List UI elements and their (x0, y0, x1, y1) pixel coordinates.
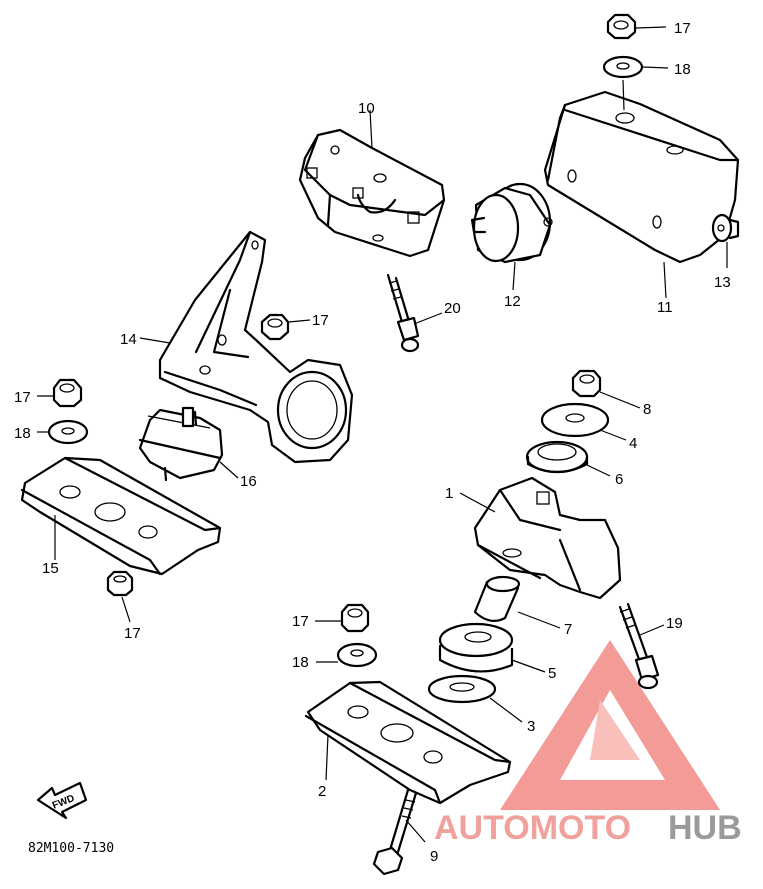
label-13: 13 (714, 274, 731, 291)
label-11: 11 (657, 299, 673, 316)
label-16: 16 (240, 473, 257, 490)
part-2-plate (304, 680, 512, 805)
label-14: 14 (120, 331, 137, 348)
part-11-cover (543, 79, 740, 299)
part-6-ring (525, 440, 611, 477)
part-16-rubber-mount (138, 406, 239, 482)
label-3: 3 (527, 718, 535, 735)
watermark-part1: AUTOMOTO (434, 809, 631, 847)
label-8: 8 (643, 401, 651, 418)
part-17-nut-left-lower (106, 570, 134, 623)
part-1-bracket (459, 476, 622, 600)
part-5-bushing (438, 622, 546, 673)
label-20: 20 (444, 300, 461, 317)
watermark-part2: HUB (668, 809, 742, 847)
label-15: 15 (42, 560, 59, 577)
part-4-washer (540, 402, 627, 441)
part-17-nut-mid (260, 313, 311, 341)
part-18-washer-lower (316, 642, 378, 668)
label-9: 9 (430, 848, 438, 865)
part-19-bolt (618, 602, 665, 690)
label-17-mid: 17 (312, 312, 329, 329)
label-1: 1 (445, 485, 453, 502)
label-12: 12 (504, 293, 521, 310)
label-2: 2 (318, 783, 326, 800)
label-18-top: 18 (674, 61, 691, 78)
fwd-arrow: FWD (36, 781, 88, 820)
part-3-washer (427, 674, 523, 723)
part-9-bolt (372, 788, 426, 876)
part-10-bracket (298, 109, 446, 258)
label-4: 4 (629, 435, 637, 452)
label-17-lower: 17 (292, 613, 309, 630)
label-18-lower: 18 (292, 654, 309, 671)
part-18-washer-left (37, 419, 89, 445)
part-18-washer-top (602, 55, 669, 79)
watermark-logo (500, 640, 720, 810)
part-15-plate (20, 456, 222, 576)
part-17-nut-left (37, 378, 83, 408)
label-7: 7 (564, 621, 572, 638)
part-13-cap (711, 213, 740, 268)
part-8-nut (571, 369, 641, 409)
watermark-text: AUTOMOTO HUB (434, 809, 742, 847)
label-19: 19 (666, 615, 683, 632)
label-5: 5 (548, 665, 556, 682)
label-10: 10 (358, 100, 375, 117)
part-17-nut-lower (315, 603, 370, 633)
part-12-damper (470, 182, 553, 291)
label-18-left: 18 (14, 425, 31, 442)
label-17-left-lower: 17 (124, 625, 141, 642)
label-17-left: 17 (14, 389, 31, 406)
label-6: 6 (615, 471, 623, 488)
part-14-bracket (139, 230, 354, 464)
part-labels: 17 18 10 13 12 11 20 17 14 17 8 18 4 16 … (14, 20, 731, 865)
label-17-top: 17 (674, 20, 691, 37)
part-20-stud (386, 273, 443, 353)
part-7-collar (473, 575, 561, 629)
part-17-nut-top (606, 13, 667, 40)
diagram-code: 82M100-7130 (28, 841, 114, 856)
